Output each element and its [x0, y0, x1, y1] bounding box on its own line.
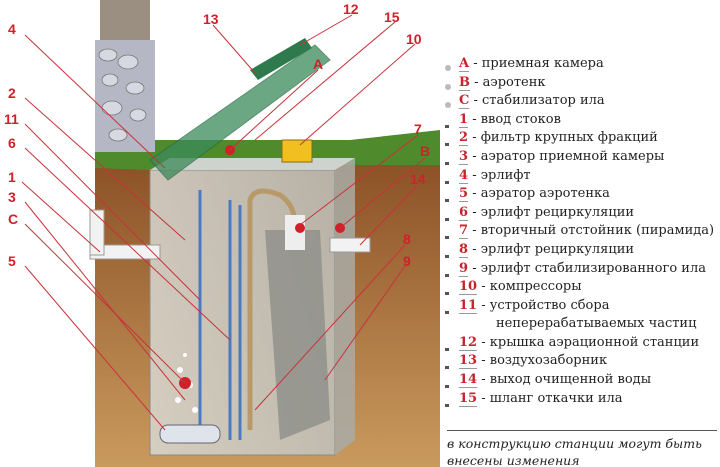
label-A: A [313, 56, 324, 72]
legend-item-B: B - аэротенк [445, 74, 720, 93]
label-1: 1 [8, 169, 16, 185]
label-2: 2 [8, 85, 16, 101]
legend-item-3: 3 - аэратор приемной камеры [445, 148, 720, 167]
legend-item-13: 13 - воздухозаборник [445, 352, 720, 371]
label-3: 3 [8, 189, 16, 205]
lid-open [149, 44, 331, 181]
label-8: 8 [403, 231, 411, 247]
legend-item-1: 1 - ввод стоков [445, 111, 720, 130]
legend-item-7: 7 - вторичный отстойник (пирамида) [445, 222, 720, 241]
label-B: B [420, 143, 431, 159]
air-intake [250, 38, 312, 80]
label-4: 4 [8, 21, 16, 37]
compressor [281, 139, 313, 163]
station-illustration [21, 0, 440, 467]
label-6: 6 [8, 135, 16, 151]
legend-item-4: 4 - эрлифт [445, 167, 720, 186]
label-13: 13 [203, 11, 219, 27]
inlet-pipe-vertical [89, 209, 105, 256]
airlift-pipes [198, 190, 242, 440]
sludge-pyramid [265, 230, 330, 440]
legend-item-5: 5 - аэратор аэротенка [445, 185, 720, 204]
label-5: 5 [8, 253, 16, 269]
legend-item-6: 6 - эрлифт рециркуляции [445, 204, 720, 223]
tank-side [335, 158, 355, 455]
sludge-hose [247, 188, 298, 430]
outlet-pipe [329, 237, 371, 253]
label-7: 7 [414, 121, 422, 137]
legend: A - приемная камера B - аэротенк C - ста… [445, 55, 720, 408]
legend-item-14: 14 - выход очищенной воды [445, 371, 720, 390]
label-11: 11 [4, 111, 19, 127]
label-9: 9 [403, 253, 411, 269]
label-10: 10 [406, 31, 422, 47]
legend-item-8: 8 - эрлифт рециркуляции [445, 241, 720, 260]
label-14: 14 [410, 171, 426, 187]
aerator-tube [159, 424, 221, 444]
design-change-note: в конструкцию станции могут быть внесены… [447, 430, 717, 467]
legend-item-10: 10 - компрессоры [445, 278, 720, 297]
legend-item-A: A - приемная камера [445, 55, 720, 74]
legend-item-2: 2 - фильтр крупных фракций [445, 129, 720, 148]
label-12: 12 [343, 1, 359, 17]
legend-item-15: 15 - шланг откачки ила [445, 390, 720, 409]
legend-item-C: C - стабилизатор ила [445, 92, 720, 111]
leader-lines [21, 14, 426, 431]
label-C: C [8, 211, 19, 227]
legend-item-12: 12 - крышка аэрационной станции [445, 334, 720, 353]
label-15: 15 [384, 9, 400, 25]
stone-wall-top [100, 0, 150, 40]
legend-item-9: 9 - эрлифт стабилизированного ила [445, 260, 720, 279]
